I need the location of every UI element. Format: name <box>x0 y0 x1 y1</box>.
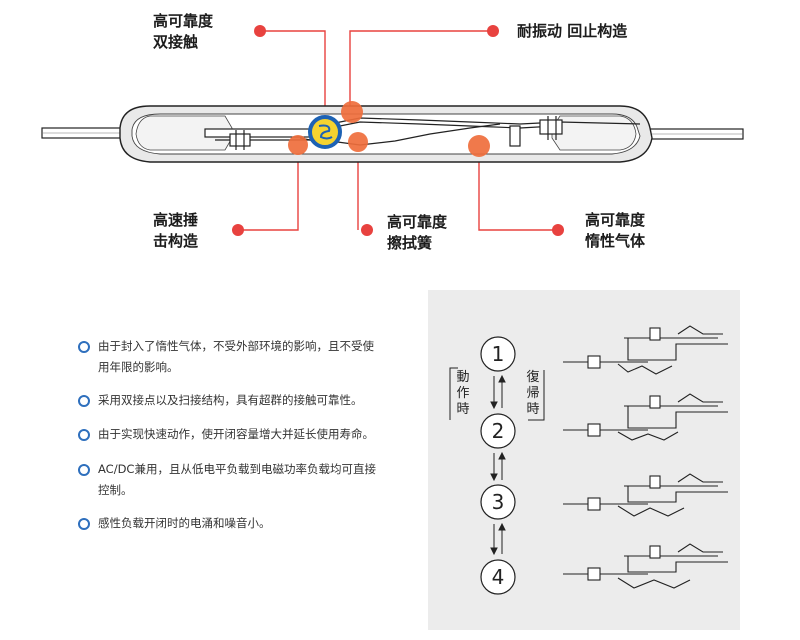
callout-vibration: 耐振动 回止构造 <box>517 22 628 40</box>
step-number-1: 1 <box>491 342 505 366</box>
marker-vibration <box>341 101 363 123</box>
callout-hammer: 高速捶 击构造 <box>153 210 198 252</box>
lead-wire-right <box>644 128 744 140</box>
bullet-icon <box>78 341 90 353</box>
feature-text: AC/DC兼用，且从低电平负载到电磁功率负载均可直接控制。 <box>98 462 376 497</box>
feature-text: 感性负载开闭时的电涌和噪音小。 <box>98 516 271 530</box>
feature-item: 采用双接点以及扫接结构，具有超群的接触可靠性。 <box>78 390 378 411</box>
feature-item: 由于封入了惰性气体，不受外部环境的影响，且不受使用年限的影响。 <box>78 336 378 378</box>
leader-double-contact <box>260 30 326 118</box>
contact-states <box>563 325 728 589</box>
step-number-4: 4 <box>491 565 505 589</box>
callout-hammer-line1: 高速捶 <box>153 211 199 229</box>
contact-state-3 <box>563 473 728 517</box>
callout-inert-gas: 高可靠度 惰性气体 <box>585 210 645 252</box>
callout-double-contact-line1: 高可靠度 <box>153 12 214 30</box>
feature-text: 由于封入了惰性气体，不受外部环境的影响，且不受使用年限的影响。 <box>98 339 374 374</box>
leader-inert-gas <box>478 146 558 231</box>
feature-text: 由于实现快速动作，使开闭容量增大并延长使用寿命。 <box>98 427 374 441</box>
marker-double-contact <box>308 115 342 149</box>
callout-hammer-line2: 击构造 <box>153 232 199 250</box>
step-arrows <box>490 374 506 556</box>
callout-wiping-spring-line2: 擦拭簧 <box>387 234 433 252</box>
feature-markers <box>288 101 490 157</box>
marker-inert-gas <box>468 135 490 157</box>
contact-state-4 <box>563 543 728 589</box>
contact-state-2 <box>563 393 728 441</box>
step-circles <box>480 336 516 595</box>
leader-lines <box>238 30 558 231</box>
operate-label: 動作時 <box>456 370 470 417</box>
leader-dots <box>232 25 564 236</box>
glass-envelope <box>119 105 653 163</box>
feature-item: 由于实现快速动作，使开闭容量增大并延长使用寿命。 <box>78 424 378 445</box>
bullet-icon <box>78 518 90 530</box>
feature-item: AC/DC兼用，且从低电平负载到电磁功率负载均可直接控制。 <box>78 459 378 501</box>
sequence-graphics <box>449 325 728 595</box>
step-number-3: 3 <box>491 490 505 514</box>
leader-vibration <box>349 30 493 108</box>
leader-hammer <box>238 145 299 231</box>
callout-wiping-spring: 高可靠度 擦拭簧 <box>387 212 447 254</box>
feature-item: 感性负载开闭时的电涌和噪音小。 <box>78 513 378 534</box>
bullet-icon <box>78 429 90 441</box>
feature-list: 由于封入了惰性气体，不受外部环境的影响，且不受使用年限的影响。 采用双接点以及扫… <box>78 336 378 546</box>
marker-hammer <box>288 135 308 155</box>
operation-sequence-panel: 1 2 3 4 動作時 復帰時 <box>428 290 740 630</box>
return-label: 復帰時 <box>526 370 540 417</box>
feature-text: 采用双接点以及扫接结构，具有超群的接触可靠性。 <box>98 393 363 407</box>
marker-wiping-spring <box>348 132 368 152</box>
reed-switch-diagram <box>41 25 744 236</box>
bullet-icon <box>78 464 90 476</box>
label-brackets <box>449 367 545 421</box>
contact-state-1 <box>563 325 728 375</box>
callout-inert-gas-line1: 高可靠度 <box>585 211 646 229</box>
callout-double-contact: 高可靠度 双接触 <box>153 11 213 53</box>
bullet-icon <box>78 395 90 407</box>
step-number-2: 2 <box>491 419 505 443</box>
callout-wiping-spring-line1: 高可靠度 <box>387 213 448 231</box>
callout-inert-gas-line2: 惰性气体 <box>585 232 646 250</box>
callout-double-contact-line2: 双接触 <box>153 33 199 51</box>
